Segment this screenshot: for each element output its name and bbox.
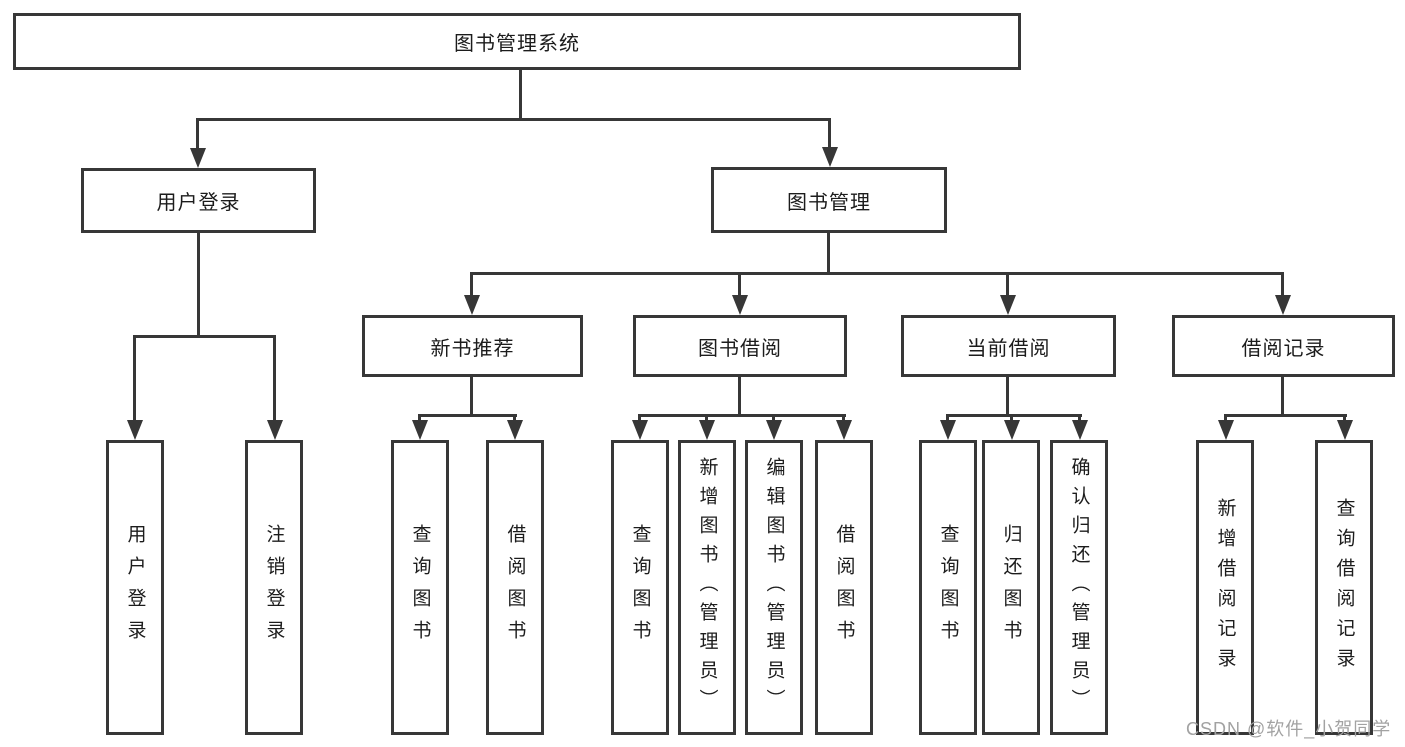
connector-line: [946, 414, 949, 423]
node-book-management: 图书管理: [711, 167, 947, 233]
leaf-label: 确认归还（管理员）: [1068, 457, 1090, 718]
connector-line: [828, 118, 831, 150]
leaf-label: 借阅图书: [504, 523, 526, 652]
node-library-management-system: 图书管理系统: [13, 13, 1021, 70]
leaf-edit-books-admin: 编辑图书（管理员）: [745, 440, 803, 735]
connector-line: [1010, 414, 1013, 423]
node-label: 图书管理系统: [454, 33, 580, 55]
arrow-down-icon: [732, 295, 748, 315]
leaf-confirm-return-admin: 确认归还（管理员）: [1050, 440, 1108, 735]
csdn-watermark: CSDN @软件_小贺同学: [1186, 719, 1392, 739]
node-new-book-recommendation: 新书推荐: [362, 315, 583, 377]
node-label: 新书推荐: [430, 337, 515, 360]
connector-line: [946, 414, 1082, 417]
connector-line: [1006, 272, 1009, 298]
connector-line: [638, 414, 846, 417]
node-label: 用户登录: [156, 192, 241, 214]
node-borrowing-records: 借阅记录: [1172, 315, 1395, 377]
leaf-label: 查询图书: [937, 523, 959, 652]
node-label: 借阅记录: [1241, 337, 1326, 360]
leaf-add-books-admin: 新增图书（管理员）: [678, 440, 736, 735]
connector-line: [470, 272, 473, 298]
leaf-label: 编辑图书（管理员）: [763, 457, 785, 718]
leaf-add-borrow-record: 新增借阅记录: [1196, 440, 1254, 735]
leaf-return-books: 归还图书: [982, 440, 1040, 735]
node-label: 图书管理: [787, 191, 871, 214]
leaf-label: 新增借阅记录: [1214, 497, 1236, 678]
connector-line: [738, 377, 741, 414]
connector-line: [1078, 414, 1081, 423]
leaf-user-login: 用户登录: [106, 440, 164, 735]
connector-line: [513, 414, 516, 423]
arrow-down-icon: [190, 148, 206, 168]
arrow-down-icon: [412, 420, 428, 440]
connector-line: [1343, 414, 1346, 423]
arrow-down-icon: [267, 420, 283, 440]
node-user-login: 用户登录: [81, 168, 316, 233]
arrow-down-icon: [699, 420, 715, 440]
arrow-down-icon: [1000, 295, 1016, 315]
arrow-down-icon: [632, 420, 648, 440]
arrow-down-icon: [1275, 295, 1291, 315]
connector-line: [638, 414, 641, 423]
connector-line: [470, 272, 1284, 275]
leaf-label: 归还图书: [1000, 523, 1022, 652]
leaf-query-books: 查询图书: [919, 440, 977, 735]
connector-line: [772, 414, 775, 423]
node-current-borrowing: 当前借阅: [901, 315, 1116, 377]
connector-line: [738, 272, 741, 298]
arrow-down-icon: [127, 420, 143, 440]
leaf-label: 查询图书: [409, 523, 431, 652]
connector-line: [842, 414, 845, 423]
leaf-query-books: 查询图书: [611, 440, 669, 735]
arrow-down-icon: [1218, 420, 1234, 440]
arrow-down-icon: [1072, 420, 1088, 440]
connector-line: [705, 414, 708, 423]
leaf-borrow-books: 借阅图书: [815, 440, 873, 735]
connector-line: [418, 414, 421, 423]
connector-line: [1281, 272, 1284, 298]
arrow-down-icon: [940, 420, 956, 440]
leaf-label: 注销登录: [263, 523, 285, 652]
connector-line: [1224, 414, 1227, 423]
node-label: 当前借阅: [966, 337, 1051, 360]
arrow-down-icon: [822, 147, 838, 167]
connector-line: [470, 377, 473, 414]
arrow-down-icon: [836, 420, 852, 440]
leaf-borrow-books: 借阅图书: [486, 440, 544, 735]
arrow-down-icon: [766, 420, 782, 440]
leaf-label: 新增图书（管理员）: [696, 457, 718, 718]
connector-line: [1006, 377, 1009, 414]
arrow-down-icon: [1004, 420, 1020, 440]
connector-line: [519, 70, 522, 118]
leaf-label: 查询借阅记录: [1333, 497, 1355, 678]
arrow-down-icon: [464, 295, 480, 315]
leaf-label: 用户登录: [124, 523, 146, 652]
connector-line: [197, 118, 831, 121]
connector-line: [1281, 377, 1284, 414]
leaf-query-borrow-record: 查询借阅记录: [1315, 440, 1373, 735]
connector-line: [133, 335, 136, 423]
leaf-label: 查询图书: [629, 523, 651, 652]
connector-line: [273, 335, 276, 423]
node-label: 图书借阅: [698, 337, 782, 360]
leaf-label: 借阅图书: [833, 523, 855, 652]
node-book-borrowing: 图书借阅: [633, 315, 847, 377]
connector-line: [197, 233, 200, 335]
arrow-down-icon: [1337, 420, 1353, 440]
arrow-down-icon: [507, 420, 523, 440]
connector-line: [418, 414, 517, 417]
leaf-query-books: 查询图书: [391, 440, 449, 735]
connector-line: [196, 118, 199, 151]
leaf-logout: 注销登录: [245, 440, 303, 735]
connector-line: [827, 233, 830, 272]
connector-line: [1224, 414, 1347, 417]
connector-line: [133, 335, 276, 338]
